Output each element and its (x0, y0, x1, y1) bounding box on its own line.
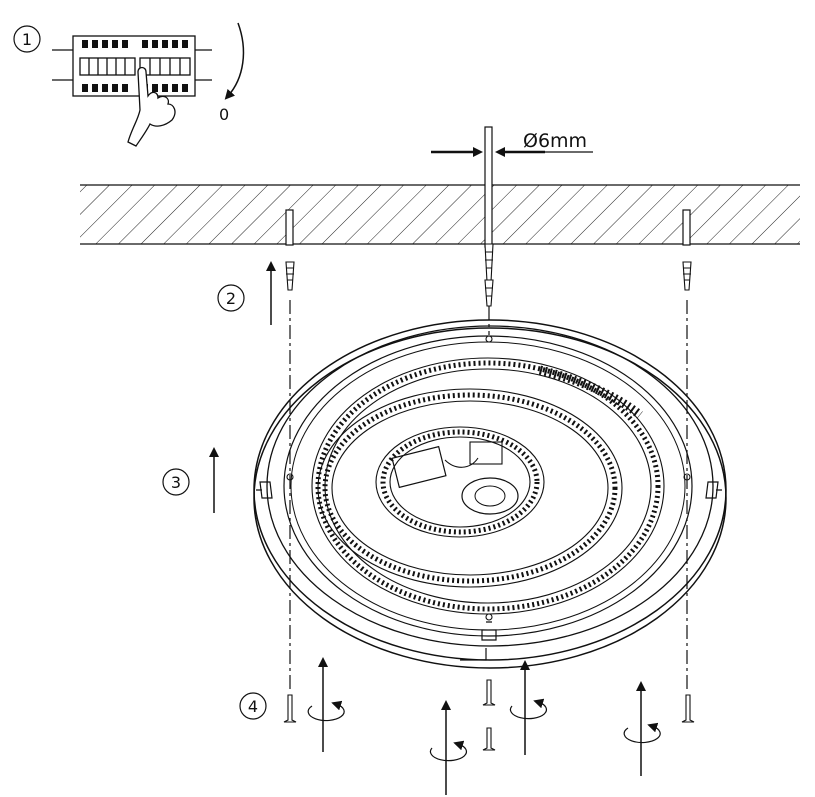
wall-plug-icon (285, 243, 692, 307)
alignment-guides (289, 300, 688, 690)
step-4-badge (239, 692, 267, 720)
ceiling-lamp-base (253, 319, 727, 669)
step-3-lamp-group: 3 (162, 319, 727, 669)
hand-icon (127, 66, 176, 147)
switch-off-arrow (224, 22, 245, 100)
drill-dimension: Ø6mm (431, 126, 593, 248)
drill-bit (484, 126, 493, 248)
breaker-off-label: 0 (219, 105, 229, 124)
step-4-number: 4 (248, 697, 258, 716)
ceiling-holes (285, 209, 691, 246)
drill-diameter-label: Ø6mm (523, 130, 587, 152)
step-1-badge (13, 25, 41, 53)
step-4-screws-group: 4 (239, 657, 695, 795)
screw-icon (283, 679, 695, 751)
step-3-badge (162, 468, 190, 496)
rotate-clockwise-icon (307, 698, 661, 762)
circuit-breaker-icon (52, 35, 212, 97)
step-2-number: 2 (226, 289, 236, 308)
tighten-arrows (318, 657, 646, 795)
ceiling (80, 184, 800, 245)
step-2-badge (217, 284, 245, 312)
step-1-breaker-group: 1 (13, 22, 245, 147)
step-2-plugs-group: 2 (217, 243, 692, 325)
step-3-number: 3 (171, 473, 181, 492)
step-1-number: 1 (22, 30, 32, 49)
